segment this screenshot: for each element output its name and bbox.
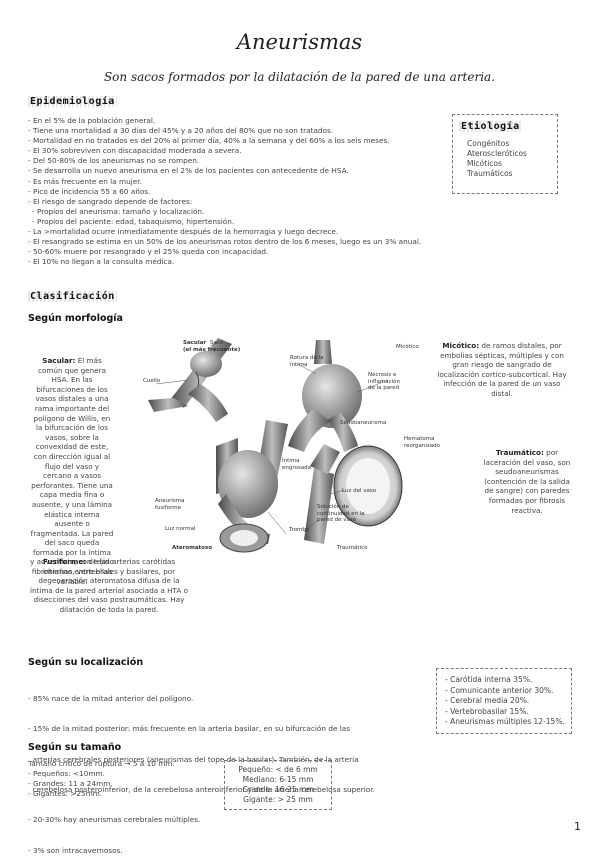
localizacion-box: - Carótida interna 35%. - Comunicante an… bbox=[436, 668, 572, 734]
list-item: - Mortalidad en no tratados es del 20% a… bbox=[28, 136, 390, 146]
micotico-description: de ramos distales, por embolias sépticas… bbox=[437, 341, 567, 398]
list-item: - El resangrado se estima en un 50% de l… bbox=[28, 237, 422, 247]
page-title: Aneurismas bbox=[236, 30, 363, 54]
label-seudoaneurisma: Seudoaneurisma bbox=[340, 420, 387, 426]
list-item: Grande: 16-25 mm bbox=[242, 785, 314, 794]
epidemiologia-list: - En el 5% de la población general. - Ti… bbox=[28, 116, 421, 267]
etiologia-box: Etiología Congénitos Ateroscleróticos Mi… bbox=[452, 114, 558, 194]
list-item: - Carótida interna 35%. bbox=[445, 675, 533, 684]
sacular-text: Sacular: El más común que genera HSA. En… bbox=[30, 356, 114, 586]
tamano-box: Pequeño: < de 6 mm Mediano: 6-15 mm Gran… bbox=[224, 760, 332, 810]
list-item: - 50-60% muere por resangrado y el 25% q… bbox=[28, 247, 269, 257]
fusiforme-term: Fusiforme: bbox=[42, 557, 87, 566]
list-item: - El riesgo de sangrado depende de facto… bbox=[28, 196, 193, 206]
label-cuello: Cuello bbox=[143, 378, 161, 384]
list-item: Congénitos bbox=[467, 139, 510, 148]
tamano-box-list: Pequeño: < de 6 mm Mediano: 6-15 mm Gran… bbox=[225, 765, 331, 805]
micotico-text: Micótico: de ramos distales, por embolia… bbox=[434, 341, 570, 399]
ateromatoso-vessel-figure bbox=[216, 420, 288, 553]
fusiforme-text: Fusiforme: de las arterias carótidas int… bbox=[26, 557, 192, 615]
sacular-vessel-figure bbox=[148, 338, 232, 422]
page-number: 1 bbox=[574, 820, 581, 833]
list-item: - Propios del aneurisma: tamaño y locali… bbox=[32, 206, 205, 216]
list-item: - Cerebral media 20%. bbox=[445, 696, 530, 705]
list-item: - Es más frecuente en la mujer. bbox=[28, 176, 142, 186]
label-traumatico: Traumático bbox=[337, 545, 368, 551]
label-hematoma: Hematoma reorganizado bbox=[404, 436, 441, 449]
etiologia-heading: Etiología bbox=[459, 121, 522, 132]
list-item: - En el 5% de la población general. bbox=[28, 116, 156, 125]
epidemiologia-heading: Epidemiología bbox=[28, 96, 117, 107]
label-solucion: Solución de continuidad en la pared de v… bbox=[317, 504, 365, 523]
fusiforme-description: de las arterias carótidas internas, vert… bbox=[30, 557, 188, 614]
etiologia-list: Congénitos Ateroscleróticos Micóticos Tr… bbox=[467, 139, 527, 179]
list-item: - Tiene una mortalidad a 30 días del 45%… bbox=[28, 126, 334, 136]
label-trombo: Trombo bbox=[289, 527, 310, 533]
morfologia-title: Según morfología bbox=[28, 313, 123, 324]
list-item: - La >mortalidad ocurre inmediatamente d… bbox=[28, 227, 339, 237]
label-sacular: Sacular (el más frecuente) bbox=[183, 340, 241, 353]
localizacion-title: Según su localización bbox=[28, 657, 144, 668]
list-item: - Del 50-80% de los aneurismas no se rom… bbox=[28, 156, 200, 166]
micotico-vessel-figure bbox=[288, 340, 389, 452]
aneurysm-illustrations bbox=[148, 338, 403, 553]
traumatico-description: por laceración del vaso, son seudoaneuri… bbox=[483, 448, 571, 515]
tamano-list: Tamaño crítico de ruptura → 5 a 10 mm. -… bbox=[28, 759, 175, 799]
label-intima: Íntima engrosada bbox=[282, 458, 311, 471]
list-item: - Grandes: 11 a 24mm. bbox=[28, 779, 113, 789]
label-ateromatoso: Ateromatoso bbox=[172, 545, 213, 551]
label-saco: Saco bbox=[210, 340, 224, 346]
sacular-description: El más común que genera HSA. En las bifu… bbox=[30, 356, 114, 586]
traumatico-text: Traumático: por laceración del vaso, son… bbox=[482, 448, 572, 515]
clasificacion-heading: Clasificación bbox=[28, 291, 117, 302]
list-item: - 20-30% hay aneurismas cerebrales múlti… bbox=[28, 815, 201, 825]
sacular-term: Sacular: bbox=[42, 356, 76, 365]
list-item: cerebelosa posteroinferior, de la cerebe… bbox=[28, 785, 375, 795]
list-item: - Pico de incidencia 55 a 60 años. bbox=[28, 186, 151, 196]
list-item: Gigante: > 25 mm bbox=[243, 795, 313, 804]
traumatico-term: Traumático: bbox=[495, 448, 544, 457]
list-item: Ateroscleróticos bbox=[467, 149, 527, 158]
label-necrosis: Necrosis e inflamación de la pared bbox=[368, 372, 400, 391]
list-item: - 15% de la mitad posterior: más frecuen… bbox=[28, 724, 351, 734]
list-item: - Pequeños: <10mm. bbox=[28, 769, 105, 779]
list-item: Pequeño: < de 6 mm bbox=[238, 765, 318, 774]
list-item: - El 30% sobreviven con discapacidad mod… bbox=[28, 146, 242, 156]
list-item: - Aneurismas múltiples 12-15%. bbox=[445, 717, 565, 726]
list-item: arterias cerebrales posteriores (aneuris… bbox=[28, 754, 359, 764]
localizacion-box-list: - Carótida interna 35%. - Comunicante an… bbox=[445, 675, 565, 728]
list-item: - Se desarrolla un nuevo aneurisma en el… bbox=[28, 166, 349, 176]
list-item: Mediano: 6-15 mm bbox=[242, 775, 314, 784]
label-luz-vaso: Luz del vaso bbox=[342, 488, 377, 494]
list-item: - 85% nace de la mitad anterior del polí… bbox=[28, 694, 194, 704]
list-item: - Propios del paciente: edad, tabaquismo… bbox=[32, 216, 235, 226]
micotico-term: Micótico: bbox=[442, 341, 480, 350]
list-item: - 3% son intracavernosos. bbox=[28, 845, 123, 855]
label-aneurisma-fusiforme: Aneurisma fusiforme bbox=[155, 498, 185, 511]
label-micotico: Micótico bbox=[396, 344, 419, 350]
list-item: - Vertebrobasilar 15%. bbox=[445, 706, 529, 716]
list-item: Tamaño crítico de ruptura → 5 a 10 mm. bbox=[28, 759, 175, 768]
list-item: Traumáticos bbox=[467, 169, 513, 178]
list-item: - Comunicante anterior 30%. bbox=[445, 685, 554, 695]
tamano-title: Según su tamaño bbox=[28, 742, 122, 753]
label-luz-normal: Luz normal bbox=[165, 526, 196, 532]
traumatico-vessel-figure bbox=[303, 444, 403, 544]
localizacion-list: - 85% nace de la mitad anterior del polí… bbox=[28, 674, 375, 866]
label-rotura: Rotura de la íntima bbox=[290, 355, 324, 368]
page-subtitle: Son sacos formados por la dilatación de … bbox=[103, 70, 496, 84]
list-item: Micóticos bbox=[467, 159, 502, 168]
list-item: - El 10% no llegan a la consulta médica. bbox=[28, 257, 175, 267]
list-item: - Gigantes: >25mm. bbox=[28, 789, 103, 799]
